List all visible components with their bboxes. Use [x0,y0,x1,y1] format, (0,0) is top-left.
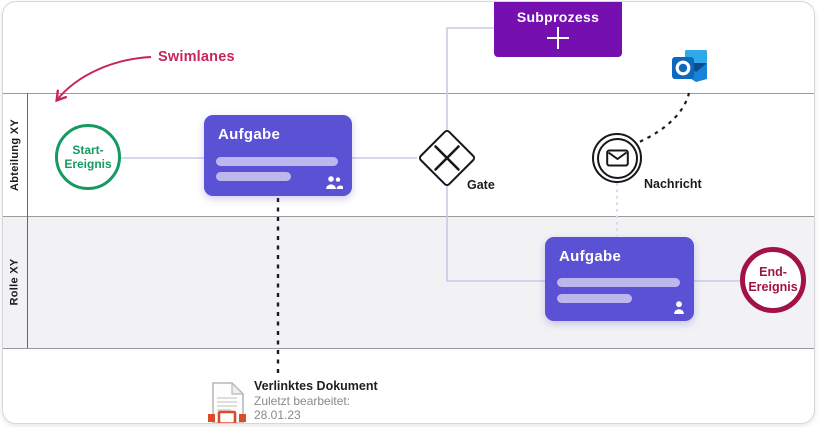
end-event-label-line2: Ereignis [748,280,798,294]
lane-header-rolle[interactable]: Rolle XY [3,216,27,348]
pool-bottom-line [3,348,814,349]
lane-header-separator [27,93,28,348]
subprocess-title: Subprozess [516,9,600,25]
end-event-node[interactable]: End- Ereignis [740,247,806,313]
document-note-edited-label: Zuletzt bearbeitet: [254,393,351,408]
start-event-node[interactable]: Start- Ereignis [55,124,121,190]
swimlanes-annotation: Swimlanes [158,49,235,65]
document-note-date: 28.01.23 [254,408,301,422]
association-outlook-to-message [636,92,691,145]
task2-title: Aufgabe [559,248,622,265]
lane-label: Abteilung XY [9,118,22,191]
end-event-label-line1: End- [759,265,787,279]
people-icon [326,176,343,189]
plus-icon [547,27,569,49]
outlook-icon[interactable] [672,50,708,84]
message-label: Nachricht [644,177,702,191]
text-placeholder-bar [216,172,291,181]
subprocess-node[interactable]: Subprozess [494,2,622,57]
lane-divider-line [3,216,814,217]
text-placeholder-bar [216,157,338,166]
document-note-title: Verlinktes Dokument [254,379,378,393]
task2-node[interactable]: Aufgabe [545,237,694,321]
start-event-label-line2: Ereignis [64,157,112,171]
start-event-label-line1: Start- [72,143,104,157]
lane-header-abteilung[interactable]: Abteilung XY [3,93,27,216]
message-event-node[interactable] [592,133,642,183]
task1-title: Aufgabe [218,126,281,143]
task1-node[interactable]: Aufgabe [204,115,352,196]
x-icon [434,145,460,171]
envelope-icon [605,149,629,167]
gateway-label: Gate [467,178,495,192]
document-icon[interactable] [208,382,246,424]
text-placeholder-bar [557,294,632,303]
text-placeholder-bar [557,278,680,287]
lane-label: Rolle XY [9,258,21,306]
pool-top-line [3,93,814,94]
gateway-node[interactable] [417,128,477,188]
document-note[interactable]: Verlinktes Dokument Zuletzt bearbeitet: … [254,379,378,423]
message-event-inner-ring [596,137,638,179]
person-icon [674,301,684,314]
